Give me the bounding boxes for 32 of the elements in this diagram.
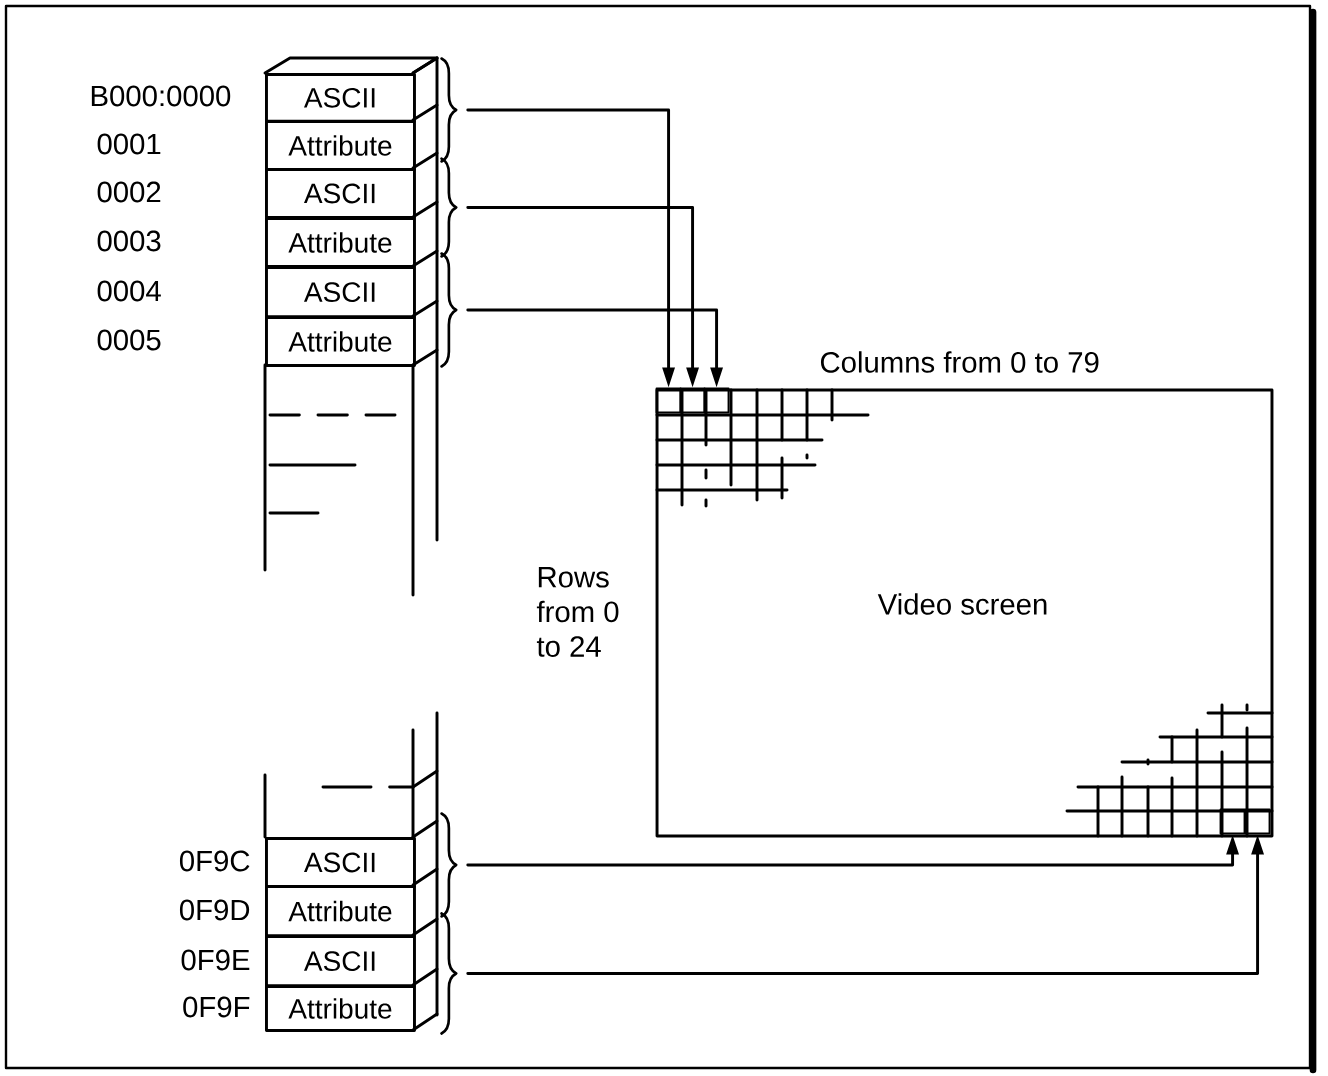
memory-cell: Attribute xyxy=(265,885,416,938)
address-label: 0003 xyxy=(97,230,161,252)
axis-label: Rows from 0 to 24 xyxy=(536,567,619,657)
grid-cell xyxy=(1219,808,1246,835)
memory-cell: Attribute xyxy=(265,120,416,171)
memory-cell: ASCII xyxy=(265,935,416,988)
brace xyxy=(440,57,458,163)
brace xyxy=(440,912,458,1035)
brace xyxy=(440,252,458,368)
memory-cell: ASCII xyxy=(265,73,416,123)
address-label: 0F9C xyxy=(179,850,250,872)
brace xyxy=(440,157,458,258)
grid-cell xyxy=(655,387,682,414)
address-label: B000:0000 xyxy=(91,85,231,107)
memory-cell: ASCII xyxy=(265,266,416,319)
grid-cell xyxy=(1244,808,1271,835)
address-label: 0F9F xyxy=(183,996,250,1018)
address-label: 0002 xyxy=(97,181,161,203)
memory-cell: ASCII xyxy=(265,837,416,888)
grid-cell xyxy=(679,387,706,414)
address-label: 0001 xyxy=(97,133,161,155)
address-label: 0F9E xyxy=(181,949,250,971)
address-label: 0005 xyxy=(97,329,161,351)
brace xyxy=(440,812,458,918)
memory-cell: ASCII xyxy=(265,168,416,219)
memory-cell: Attribute xyxy=(265,316,416,367)
memory-cell: Attribute xyxy=(265,217,416,268)
address-label: 0004 xyxy=(97,280,161,302)
memory-cell: Attribute xyxy=(265,985,416,1032)
axis-label: Columns from 0 to 79 xyxy=(820,351,1099,373)
address-label: 0F9D xyxy=(179,899,250,921)
grid-cell xyxy=(703,387,730,414)
